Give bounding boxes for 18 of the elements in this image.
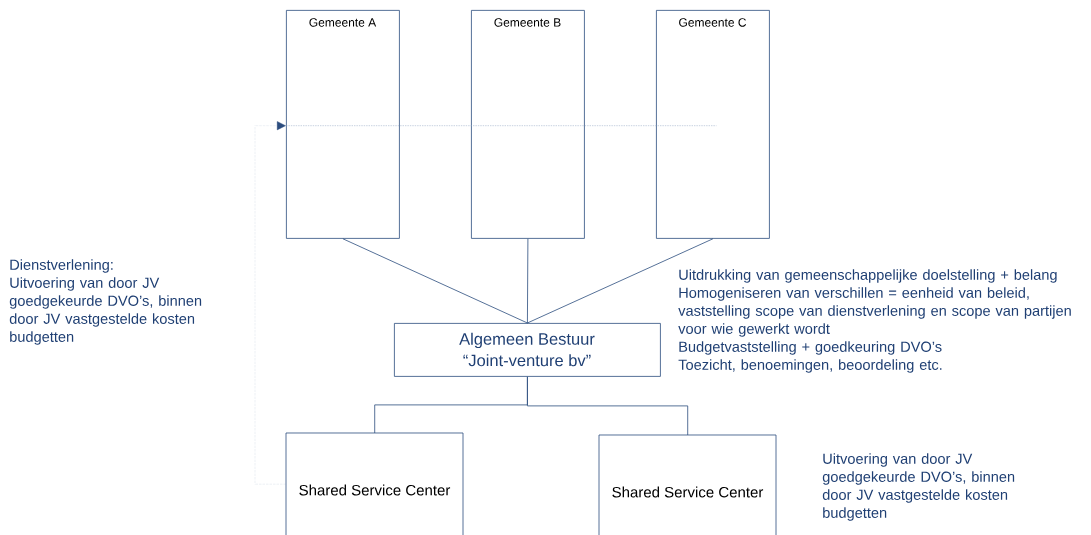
connector-line [527, 238, 714, 324]
connector-line [527, 238, 529, 324]
connector-line [342, 238, 528, 324]
note-text: Uitvoering van door JV goedgekeurde DVO’s, binnen door JV vastgestelde kosten budgetten [9, 277, 202, 345]
note-text: Uitdrukking van gemeenschappelijke doelstelling + belang [679, 269, 1057, 283]
process-box: Gemeente C [656, 10, 770, 239]
note-text: Toezicht, benoemingen, beoordeling etc. [678, 359, 942, 373]
process-box: Shared Service Center [285, 432, 464, 535]
process-box: Algemeen Bestuur “Joint-venture bv” [394, 323, 661, 377]
note-text: Homogeniseren van verschillen = eenheid van beleid, vaststelling scope van dienstverlening en scope van partijen voor wie gewerkt wordt [678, 287, 1071, 337]
process-box: Gemeente B [471, 10, 585, 239]
process-box: Gemeente A [286, 10, 400, 239]
process-box: Shared Service Center [598, 434, 777, 535]
note-text: Dienstverlening: [10, 259, 113, 273]
note-text: Uitvoering van door JV goedgekeurde DVO’s, binnen door JV vastgestelde kosten budgetten [822, 453, 1015, 521]
connector-line [527, 376, 689, 436]
note-text: Budgetvaststelling + goedkeuring DVO’s [679, 341, 942, 355]
arrow [254, 121, 287, 485]
